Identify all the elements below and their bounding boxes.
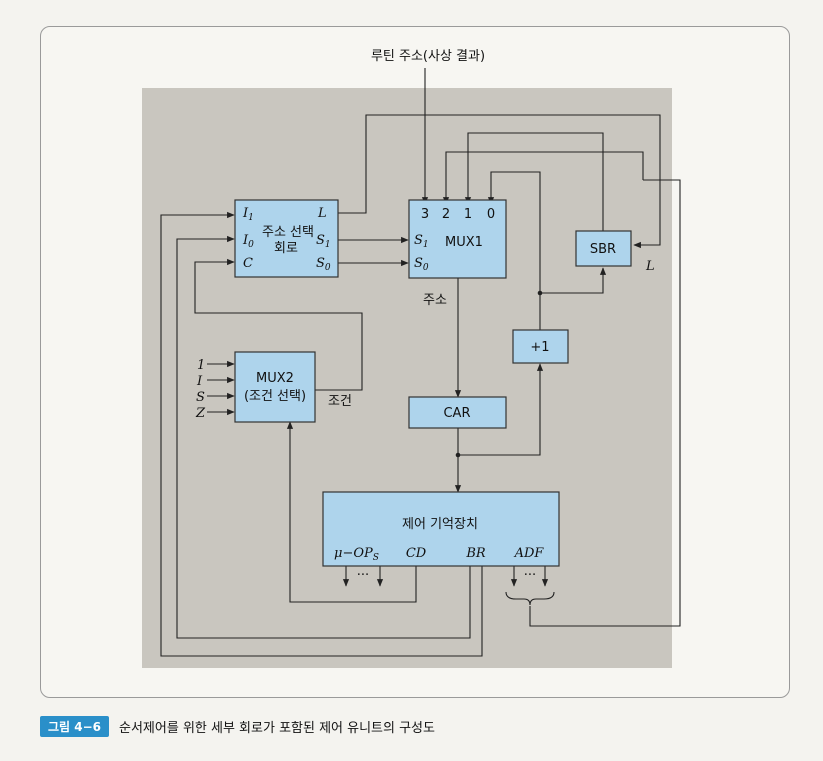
wire-car-to-inc bbox=[458, 363, 544, 456]
routine-address-label: 루틴 주소(사상 결과) bbox=[371, 49, 485, 64]
address-select-title-2: 회로 bbox=[274, 241, 298, 256]
address-select-in-i1: I1 bbox=[242, 206, 254, 223]
mux2-input-z: Z bbox=[195, 406, 206, 421]
mux1-sel-s1: S1 bbox=[414, 233, 429, 250]
mux2-title-1: MUX2 bbox=[256, 371, 294, 386]
sbr-title: SBR bbox=[590, 242, 616, 257]
mux2-title-2: (조건 선택) bbox=[244, 389, 306, 404]
wire-sbr-to-mux1 bbox=[464, 132, 604, 232]
wire-br-to-i0 bbox=[176, 235, 471, 639]
wire-condition-to-c bbox=[194, 258, 363, 391]
mux2-input-s: S bbox=[196, 390, 205, 405]
control-memory-field-cd: CD bbox=[406, 546, 427, 561]
sbr-block: SBR bbox=[575, 230, 632, 267]
mux1-input-3: 3 bbox=[421, 207, 429, 222]
address-select-block: I1 I0 C L S1 S0 주소 선택 회로 bbox=[234, 199, 339, 278]
address-select-out-s0: S0 bbox=[316, 256, 331, 273]
adf-brace bbox=[505, 591, 555, 606]
caption-text: 순서제어를 위한 세부 회로가 포함된 제어 유니트의 구성도 bbox=[119, 720, 435, 736]
mux1-input-1: 1 bbox=[464, 207, 472, 222]
wire-adf-feedback bbox=[529, 179, 681, 627]
address-select-out-l: L bbox=[317, 206, 327, 221]
sbr-load-label: L bbox=[645, 259, 655, 274]
car-title: CAR bbox=[443, 406, 470, 421]
wire-l-to-sbr bbox=[338, 114, 661, 249]
car-block: CAR bbox=[408, 396, 507, 429]
mux2-output-label: 조건 bbox=[328, 394, 352, 409]
mux1-input-0: 0 bbox=[487, 207, 495, 222]
adf-ellipsis: ··· bbox=[524, 568, 536, 583]
incrementer-block: +1 bbox=[512, 329, 569, 364]
wire-inc-to-mux1 bbox=[487, 171, 541, 330]
wire-cd-to-mux2 bbox=[286, 421, 417, 603]
wire-car-to-mux1 bbox=[442, 151, 644, 205]
wire-br-to-i1 bbox=[160, 211, 483, 657]
figure-caption: 그림 4−6 순서제어를 위한 세부 회로가 포함된 제어 유니트의 구성도 bbox=[40, 715, 435, 737]
mux2-input-1: 1 bbox=[197, 358, 205, 373]
address-select-in-i0: I0 bbox=[242, 233, 254, 250]
mux1-input-2: 2 bbox=[442, 207, 450, 222]
wires bbox=[160, 68, 681, 657]
control-memory-block: 제어 기억장치 μ−OPS CD BR ADF bbox=[322, 491, 560, 567]
mux2-input-i: I bbox=[196, 374, 203, 389]
micro-op-ellipsis: ··· bbox=[357, 568, 369, 583]
incrementer-title: +1 bbox=[530, 340, 549, 355]
address-select-in-c: C bbox=[243, 256, 253, 271]
wire-inc-to-sbr bbox=[540, 267, 607, 294]
control-memory-field-op: μ−OPS bbox=[334, 546, 379, 563]
mux2-block: MUX2 (조건 선택) 조건 bbox=[234, 351, 352, 423]
address-select-out-s1: S1 bbox=[316, 233, 331, 250]
mux1-sel-s0: S0 bbox=[414, 256, 429, 273]
figure-number: 그림 4−6 bbox=[40, 715, 110, 737]
mux1-output-label: 주소 bbox=[423, 293, 447, 308]
mux1-block: 3 2 1 0 S1 S0 MUX1 bbox=[408, 199, 507, 279]
address-select-title-1: 주소 선택 bbox=[262, 225, 314, 240]
control-memory-field-br: BR bbox=[465, 546, 486, 561]
control-memory-field-adf: ADF bbox=[514, 546, 545, 561]
control-memory-title: 제어 기억장치 bbox=[402, 517, 478, 532]
diagram-background bbox=[142, 88, 672, 668]
mux1-title: MUX1 bbox=[445, 235, 483, 250]
